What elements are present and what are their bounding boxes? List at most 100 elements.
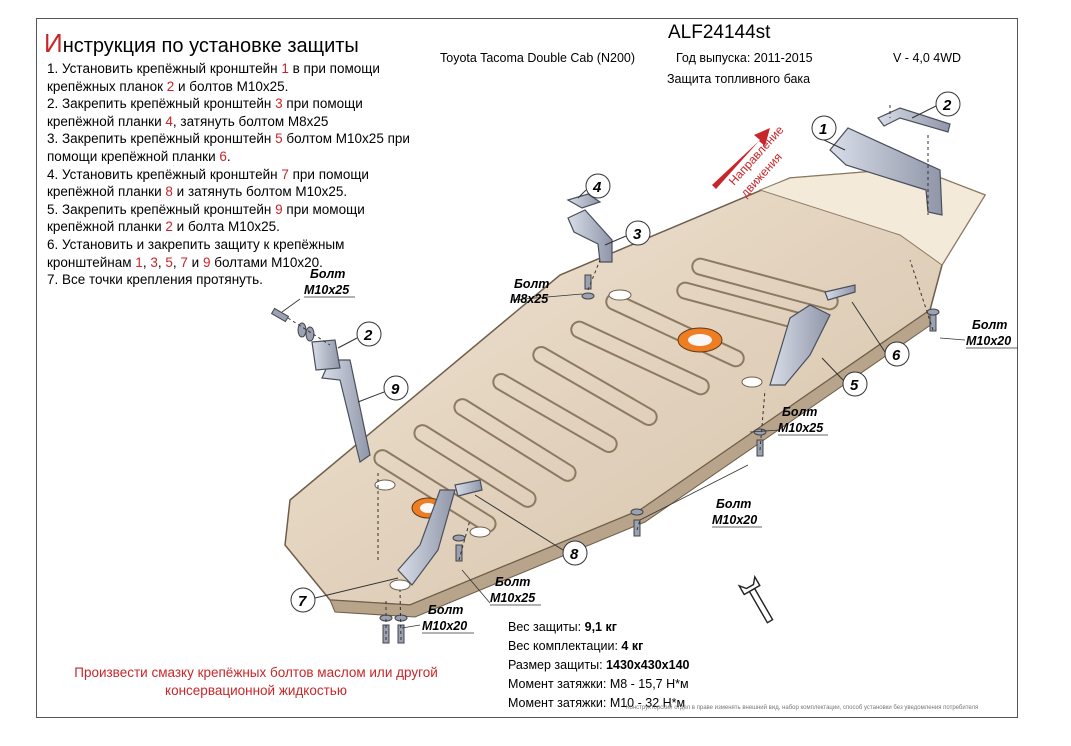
weight-value: 9,1 кг — [584, 620, 617, 634]
stamped-ribs — [373, 257, 839, 533]
callout-8: 8 — [474, 494, 588, 566]
step-4: 4. Установить крепёжный кронштейн 7 при … — [47, 166, 417, 201]
part-number: 2 — [165, 219, 173, 235]
svg-text:9: 9 — [391, 381, 400, 398]
part-number: 5 — [165, 254, 173, 270]
bolt-label-7-a: Болт — [428, 603, 463, 617]
callout-2-left: 2 — [337, 321, 382, 349]
step-text: болтом М10х25 при помощи крепёжной планк… — [47, 131, 410, 164]
step-text: 4. Установить крепёжный кронштейн — [47, 166, 282, 182]
kit-weight-label: Вес комплектации: — [508, 639, 622, 653]
step-text: и болтов М10х25. — [174, 78, 289, 94]
step-text: при помощи крепёжной планки — [47, 166, 369, 200]
step-text: . — [226, 148, 231, 164]
step-text: 7. Все точки крепления протянуть. — [47, 272, 263, 288]
step-6: 6. Установить и закрепить защиту к крепё… — [47, 236, 417, 271]
svg-text:8: 8 — [570, 546, 579, 563]
bolt-labels: Болт М10х25 Болт М8х25 Болт М10х20 Болт … — [304, 267, 1018, 634]
bolt-label-6-a: Болт — [495, 575, 530, 589]
part-number: 9 — [202, 254, 211, 270]
bracket-9 — [321, 359, 371, 463]
wrench-icon — [737, 574, 774, 624]
plate-2-top — [877, 107, 951, 133]
step-text: в при помощи крепёжных планок — [47, 61, 380, 94]
part-number: 4 — [165, 113, 173, 129]
step-2: 2. Закрепить крепёжный кронштейн 3 при п… — [47, 95, 417, 130]
callout-2-top: 2 — [911, 91, 961, 119]
part-number: 3 — [275, 96, 283, 112]
step-5: 5. Закрепить крепёжный кронштейн 9 при м… — [47, 201, 417, 236]
callout-4: 4 — [577, 173, 611, 199]
plate-4 — [566, 193, 602, 209]
bolt-label-1-a: Болт — [310, 267, 345, 281]
step-7: 7. Все точки крепления протянуть. — [47, 271, 417, 289]
step-text: 1. Установить крепёжный кронштейн — [47, 61, 282, 76]
callout-1: 1 — [811, 115, 846, 151]
bolt-label-3-b: М10х20 — [966, 334, 1011, 348]
lubrication-warning: Произвести смазку крепёжных болтов масло… — [74, 665, 438, 698]
document-frame — [36, 18, 1018, 718]
size-value: 1430х430х140 — [606, 658, 690, 672]
bracket-7 — [397, 489, 456, 586]
callout-3: 3 — [604, 220, 651, 246]
bracket-5 — [769, 304, 831, 386]
step-3: 3. Закрепить крепёжный кронштейн 5 болто… — [47, 130, 417, 165]
assembly-lines — [287, 105, 934, 641]
production-years: Год выпуска: 2011-2015 — [676, 51, 813, 65]
callout-5: 5 — [821, 357, 868, 397]
step-1: 1. Установить крепёжный кронштейн 1 в пр… — [47, 60, 417, 95]
plate-6 — [824, 284, 856, 301]
step-text: , — [157, 254, 166, 270]
svg-text:2: 2 — [363, 327, 373, 344]
step-text: и болта М10х25. — [172, 219, 280, 235]
bolt-label-3-a: Болт — [972, 318, 1007, 332]
leader-lines — [281, 293, 966, 629]
bolt-label-4-a: Болт — [782, 405, 817, 419]
step-text: при помощи крепёжной планки — [47, 96, 363, 129]
step-text: 6. Установить и закрепить защиту к крепё… — [47, 236, 345, 270]
engine-spec: V - 4,0 4WD — [893, 51, 962, 65]
brackets — [311, 107, 951, 586]
bolt-label-1-b: М10х25 — [304, 283, 350, 297]
step-text: , — [172, 254, 181, 270]
plate-8 — [454, 479, 483, 497]
part-number: 5 — [275, 131, 283, 147]
bolt-label-2-a: Болт — [514, 277, 549, 291]
svg-text:3: 3 — [633, 226, 642, 243]
part-number: 7 — [281, 166, 289, 182]
bracket-3 — [567, 209, 613, 263]
weight-label: Вес защиты: — [508, 620, 585, 634]
disclaimer: Конструкторский отдел в праве изменять в… — [626, 705, 979, 711]
installation-steps: 1. Установить крепёжный кронштейн 1 в пр… — [47, 60, 417, 289]
product-code: ALF24144st — [668, 22, 771, 43]
svg-text:1: 1 — [819, 121, 827, 138]
bolt-label-5-b: М10х20 — [712, 513, 757, 527]
vehicle-model: Toyota Tacoma Double Cab (N200) — [440, 51, 636, 65]
bolt-label-5-a: Болт — [716, 497, 751, 511]
callout-6: 6 — [851, 301, 910, 367]
bolt-label-7-b: М10х20 — [422, 619, 467, 633]
step-text: , — [142, 254, 151, 270]
torque-m8: Момент затяжки: М8 - 15,7 Н*м — [508, 677, 689, 691]
svg-text:2: 2 — [942, 97, 952, 114]
callouts: 1 2 3 4 2 9 6 5 8 7 — [290, 91, 961, 613]
part-number: 6 — [219, 148, 227, 164]
svg-text:4: 4 — [592, 179, 602, 196]
svg-text:5: 5 — [850, 377, 859, 394]
step-text: , затянуть болтом М8х25 — [172, 113, 329, 129]
torque-m10: Момент затяжки: М10 - 32 Н*м — [508, 696, 686, 710]
step-text: 2. Закрепить крепёжный кронштейн — [47, 96, 276, 112]
part-name: Защита топливного бака — [667, 72, 811, 86]
step-text: и — [187, 254, 203, 270]
callout-7: 7 — [290, 577, 399, 613]
step-text: 3. Закрепить крепёжный кронштейн — [47, 131, 276, 147]
callout-9: 9 — [357, 375, 409, 403]
step-text: 5. Закрепить крепёжный кронштейн — [47, 201, 276, 217]
page-title: Инструкция по установке защиты — [44, 28, 359, 58]
bracket-1 — [829, 127, 943, 216]
specifications: Вес защиты: 9,1 кг Вес комплектации: 4 к… — [508, 618, 689, 713]
kit-weight-value: 4 кг — [621, 639, 644, 653]
step-text: болтами М10х20. — [210, 254, 323, 270]
part-number: 1 — [135, 254, 143, 270]
